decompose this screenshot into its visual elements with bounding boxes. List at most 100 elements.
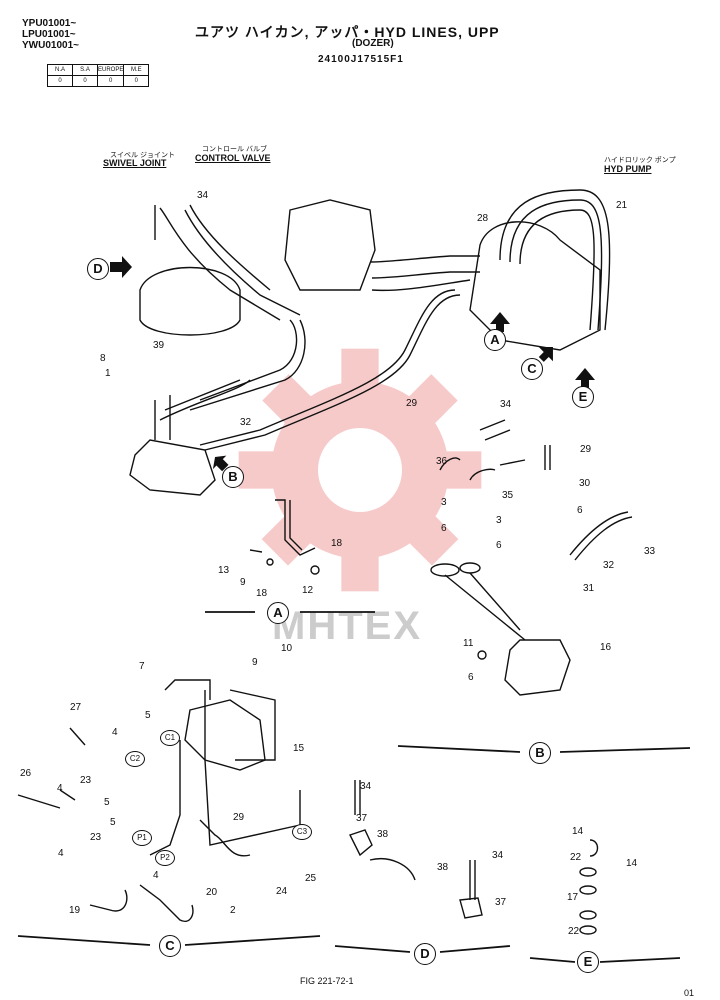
market-value: 0	[123, 75, 150, 87]
arrow-c-icon	[538, 347, 553, 362]
callout: 6	[496, 540, 502, 551]
callout: 38	[377, 829, 389, 840]
model-serial: YPU01001~	[22, 18, 77, 29]
callout: 23	[90, 832, 102, 843]
port-p2: P2	[155, 850, 175, 866]
callout: 30	[579, 478, 591, 489]
market-value: 0	[96, 75, 125, 87]
diagram-subtitle: (DOZER)	[352, 38, 394, 49]
callout: 37	[495, 897, 507, 908]
callout: 6	[577, 505, 583, 516]
view-marker-c: C	[521, 358, 543, 380]
callout: 18	[256, 588, 268, 599]
callout: 15	[293, 743, 305, 754]
callout: 13	[218, 565, 230, 576]
callout: 24	[276, 886, 288, 897]
callout: 1	[105, 368, 111, 379]
callout: 5	[145, 710, 151, 721]
view-title-c: C	[159, 935, 181, 957]
callout: 39	[153, 340, 165, 351]
callout: 4	[57, 783, 63, 794]
gear-watermark-icon	[238, 348, 482, 592]
callout: 5	[110, 817, 116, 828]
callout: 29	[233, 812, 245, 823]
diagram-title: ユアツ ハイカン, アッパ・HYD LINES, UPP	[195, 24, 500, 40]
port-c3: C3	[292, 824, 312, 840]
callout: 21	[616, 200, 628, 211]
callout: 12	[302, 585, 314, 596]
view-title-a: A	[267, 602, 289, 624]
hyd-pump-kana: ハイドロリック ポンプ	[604, 157, 676, 164]
callout: 28	[477, 213, 489, 224]
view-marker-a: A	[484, 329, 506, 351]
callout: 8	[100, 353, 106, 364]
pump-c-shape	[184, 699, 266, 771]
valve-b-detail-shape	[504, 639, 571, 696]
control-valve-shape	[284, 199, 376, 291]
hyd-pump-label: HYD PUMP	[604, 164, 652, 174]
arrow-b-icon	[212, 455, 229, 472]
callout: 3	[441, 497, 447, 508]
callout: 34	[492, 850, 504, 861]
market-table: N.A S.A EUROPE M.E 0 0 0 0	[47, 64, 150, 87]
callout: 32	[603, 560, 615, 571]
callout: 26	[20, 768, 32, 779]
callout: 10	[281, 643, 293, 654]
callout: 19	[69, 905, 81, 916]
model-serial: YWU01001~	[22, 40, 79, 51]
callout: 32	[240, 417, 252, 428]
swivel-joint-label: SWIVEL JOINT	[103, 158, 167, 168]
valve-b-shape	[129, 439, 216, 496]
callout: 31	[583, 583, 595, 594]
arrow-a-icon	[490, 312, 510, 332]
callout: 29	[580, 444, 592, 455]
view-title-d: D	[414, 943, 436, 965]
callout: 18	[331, 538, 343, 549]
callout: 16	[600, 642, 612, 653]
figure-number: FIG 221-72-1	[300, 976, 354, 986]
callout: 4	[112, 727, 118, 738]
view-title-e: E	[577, 951, 599, 973]
port-p1: P1	[132, 830, 152, 846]
view-marker-d: D	[87, 258, 109, 280]
control-valve-kana: コントロール バルブ	[202, 146, 267, 153]
callout: 38	[437, 862, 449, 873]
callout: 7	[139, 661, 145, 672]
callout: 37	[356, 813, 368, 824]
port-c2: C2	[125, 751, 145, 767]
callout: 34	[360, 781, 372, 792]
callout: 22	[568, 926, 580, 937]
hyd-pump-shape	[469, 221, 601, 351]
callout: 2	[230, 905, 236, 916]
callout: 20	[206, 887, 218, 898]
arrow-d-icon	[110, 256, 132, 278]
arrow-e-icon	[575, 368, 595, 388]
callout: 9	[240, 577, 246, 588]
callout: 5	[104, 797, 110, 808]
callout: 27	[70, 702, 82, 713]
callout: 4	[153, 870, 159, 881]
callout: 34	[197, 190, 209, 201]
callout: 14	[626, 858, 638, 869]
callout: 22	[570, 852, 582, 863]
view-marker-b: B	[222, 466, 244, 488]
callout: 17	[567, 892, 579, 903]
swivel-joint-kana: スイベル ジョイント	[110, 152, 175, 159]
callout: 6	[441, 523, 447, 534]
view-title-b: B	[529, 742, 551, 764]
page-number: 01	[684, 988, 695, 998]
callout: 6	[468, 672, 474, 683]
callout: 25	[305, 873, 317, 884]
callout: 33	[644, 546, 656, 557]
callout: 36	[436, 456, 448, 467]
callout: 29	[406, 398, 418, 409]
callout: 4	[58, 848, 64, 859]
view-marker-e: E	[572, 386, 594, 408]
callout: 34	[500, 399, 512, 410]
control-valve-label: CONTROL VALVE	[195, 153, 271, 163]
swivel-joint-shape	[139, 266, 241, 336]
callout: 9	[252, 657, 258, 668]
callout: 14	[572, 826, 584, 837]
callout: 23	[80, 775, 92, 786]
